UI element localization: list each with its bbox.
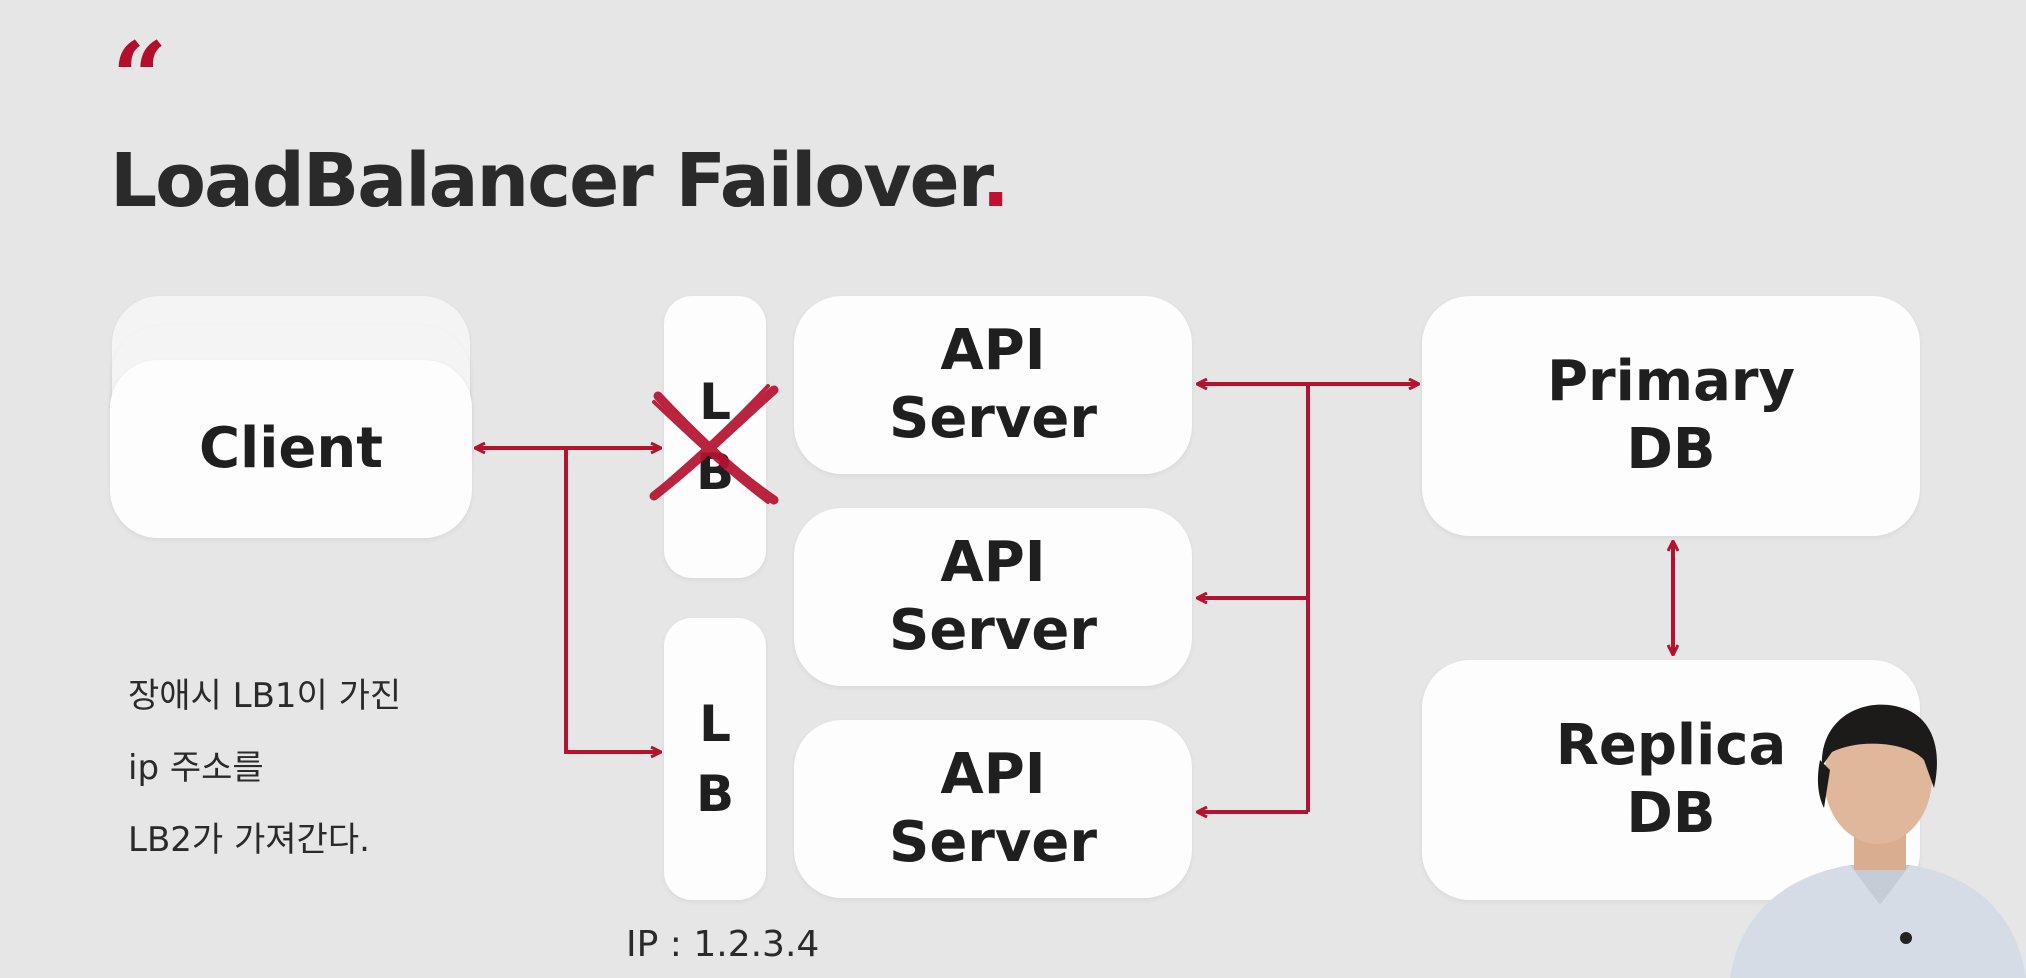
quote-mark: “ (112, 21, 168, 134)
note-line-1: 장애시 LB1이 가진 (128, 676, 402, 716)
client-node: Client (110, 360, 472, 538)
lb2-node: L B (664, 618, 766, 900)
presenter-image (1730, 704, 2026, 978)
slide-title-text: LoadBalancer Failover (110, 138, 984, 224)
api-server-2: API Server (794, 508, 1192, 686)
note-line-2: ip 주소를 (128, 748, 264, 788)
primary-db-node: Primary DB (1422, 296, 1920, 536)
api-server-1-label: API Server (888, 317, 1098, 451)
api-server-3-label: API Server (888, 741, 1098, 875)
slide-title: LoadBalancer Failover. (110, 138, 1010, 224)
replica-db-label: Replica DB (1555, 712, 1787, 846)
api-server-1: API Server (794, 296, 1192, 474)
failure-cross-icon (649, 384, 779, 505)
ip-label: IP : 1.2.3.4 (626, 924, 820, 965)
client-lb2-arrow (564, 448, 660, 752)
failover-note: 장애시 LB1이 가진 ip 주소를 LB2가 가져간다. (128, 660, 401, 876)
lb1-node: L B (664, 296, 766, 578)
client-label: Client (198, 415, 384, 481)
api-server-2-label: API Server (888, 529, 1098, 663)
title-dot: . (981, 138, 1010, 224)
api-server-3: API Server (794, 720, 1192, 898)
primary-db-label: Primary DB (1546, 348, 1796, 482)
lb2-label: L B (695, 695, 735, 823)
note-line-3: LB2가 가져간다. (128, 820, 370, 860)
